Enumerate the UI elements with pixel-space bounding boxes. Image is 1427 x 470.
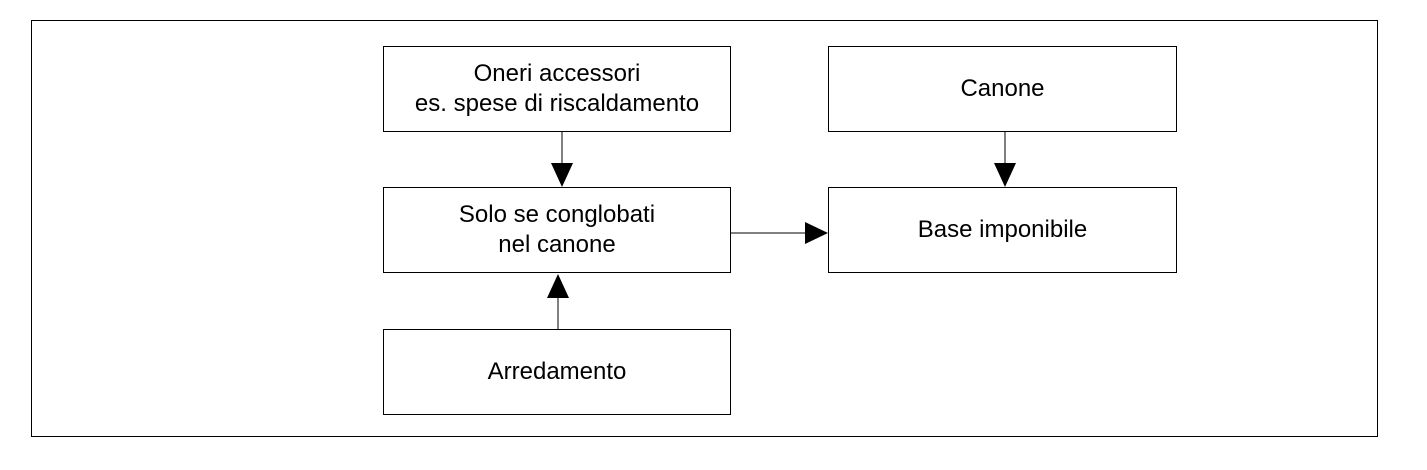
box-arredamento-text: Arredamento <box>487 358 627 385</box>
diagram-frame <box>31 20 1378 437</box>
box-oneri-accessori: Oneri accessori es. spese di riscaldamen… <box>383 46 731 132</box>
arrow-solo-to-base <box>731 222 828 244</box>
box-oneri-accessori-text: Oneri accessori es. spese di riscaldamen… <box>414 60 700 117</box>
arrow-canone-to-base <box>994 132 1016 187</box>
box-solo-se-conglobati-text: Solo se conglobati nel canone <box>458 201 656 258</box>
box-canone: Canone <box>828 46 1177 132</box>
box-base-imponibile: Base imponibile <box>828 187 1177 273</box>
arrow-arredamento-to-solo <box>547 274 569 329</box>
box-canone-text: Canone <box>960 75 1045 102</box>
box-solo-se-conglobati: Solo se conglobati nel canone <box>383 187 731 273</box>
arrow-oneri-to-solo <box>551 132 573 187</box>
box-base-imponibile-text: Base imponibile <box>917 216 1088 243</box>
box-arredamento: Arredamento <box>383 329 731 415</box>
